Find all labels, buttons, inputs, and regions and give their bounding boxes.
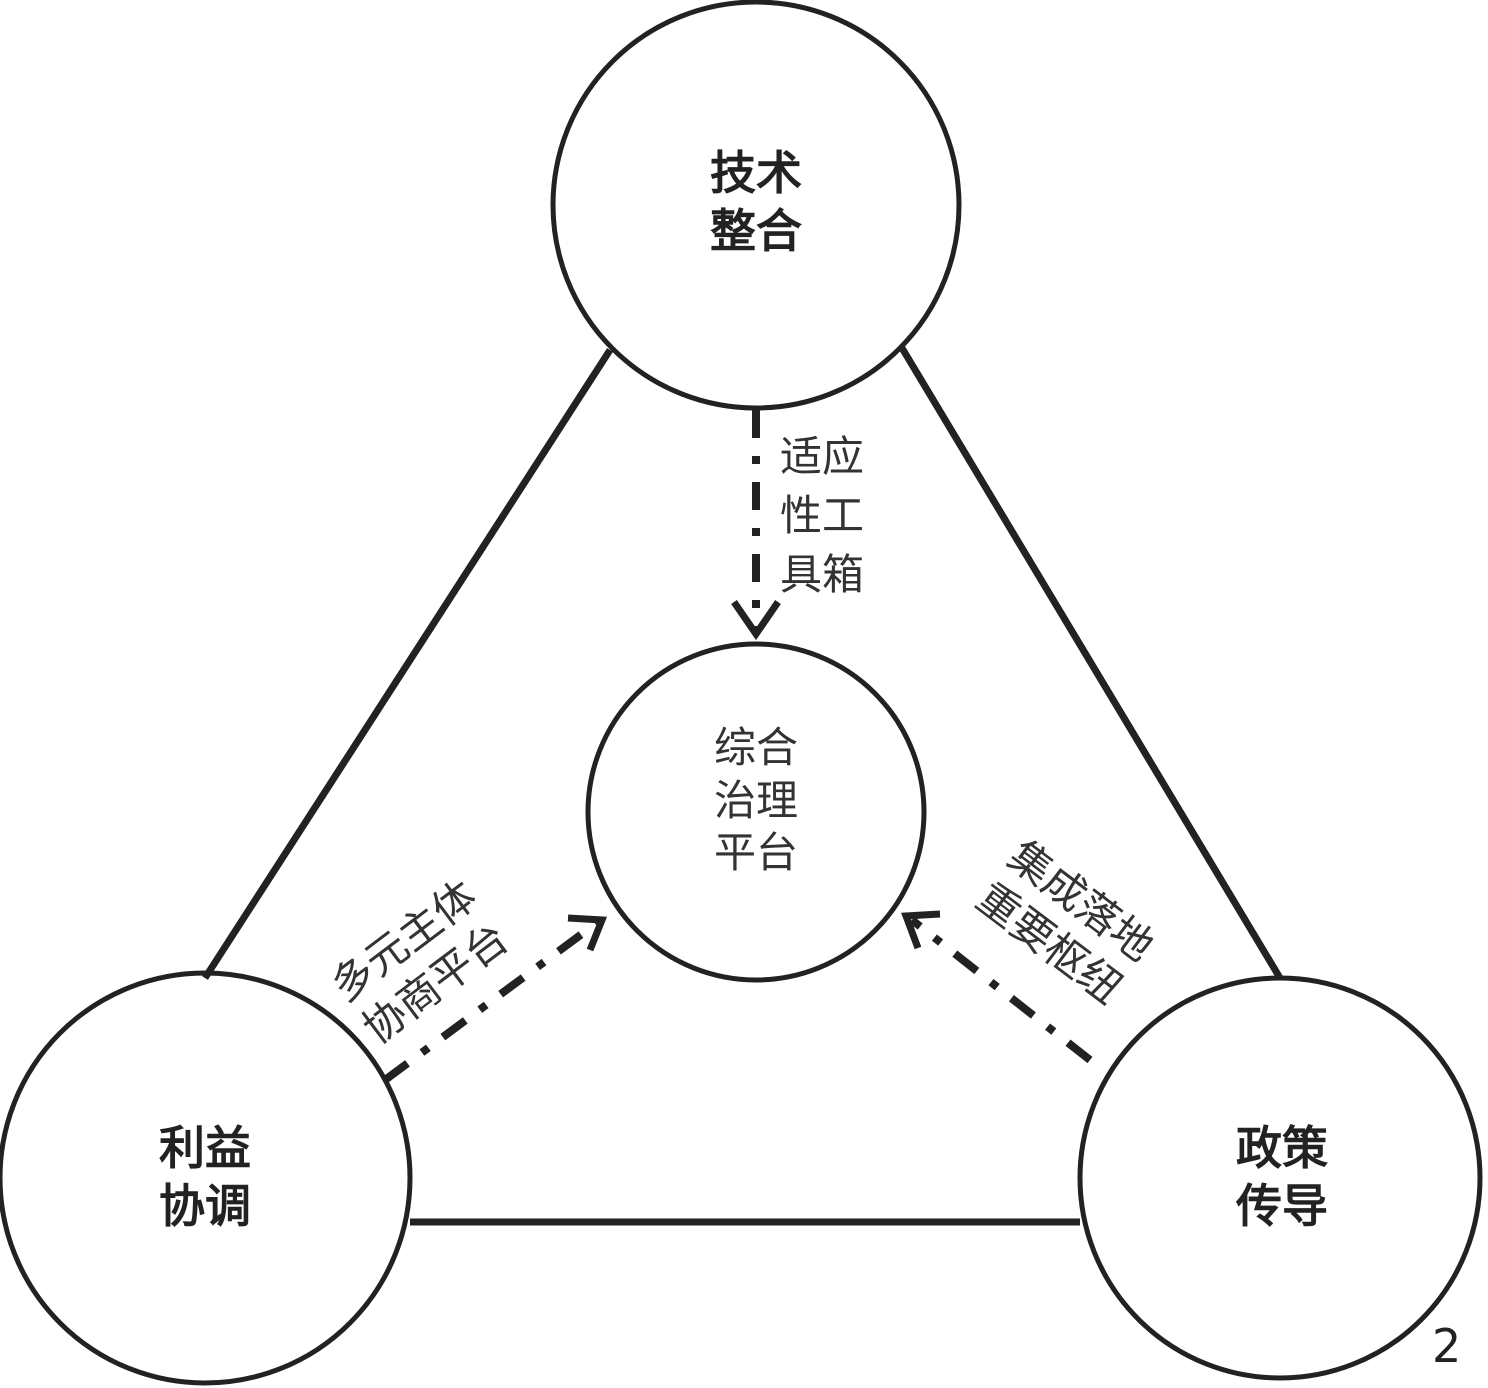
node-right-label: 政策 传导: [1182, 1120, 1382, 1235]
node-right-line1: 政策: [1236, 1121, 1328, 1175]
edge-top-line3: 具箱: [780, 549, 865, 599]
node-top-line1: 技术: [710, 146, 802, 200]
node-center-label: 综合 治理 平台: [656, 722, 856, 880]
edge-top-line1: 适应: [780, 432, 865, 481]
arrowhead-top: [731, 600, 781, 641]
node-right-circle: [1077, 975, 1483, 1381]
edge-top-label: 适应 性工 具箱: [780, 428, 890, 604]
node-right-line2: 传导: [1236, 1178, 1328, 1233]
edge-top-line2: 性工: [780, 490, 865, 540]
node-left-line1: 利益: [159, 1121, 251, 1175]
node-top-circle: [550, 0, 962, 411]
node-top-label: 技术 整合: [656, 145, 856, 260]
node-left-circle: [0, 970, 413, 1386]
node-left-line2: 协调: [159, 1178, 251, 1233]
node-left-label: 利益 协调: [105, 1120, 305, 1235]
node-center-line1: 综合: [713, 723, 798, 772]
arrowhead-right: [901, 910, 941, 950]
edge-top-left: [202, 348, 613, 980]
node-center-line2: 治理: [713, 775, 798, 825]
node-center-circle: [585, 641, 927, 983]
edge-top-right: [898, 346, 1284, 980]
node-center-line3: 平台: [713, 828, 798, 877]
arrow-left-to-center: [382, 918, 601, 1084]
arrowhead-left: [567, 914, 608, 952]
page-number: 2: [1432, 1319, 1462, 1373]
node-top-line2: 整合: [710, 203, 802, 258]
